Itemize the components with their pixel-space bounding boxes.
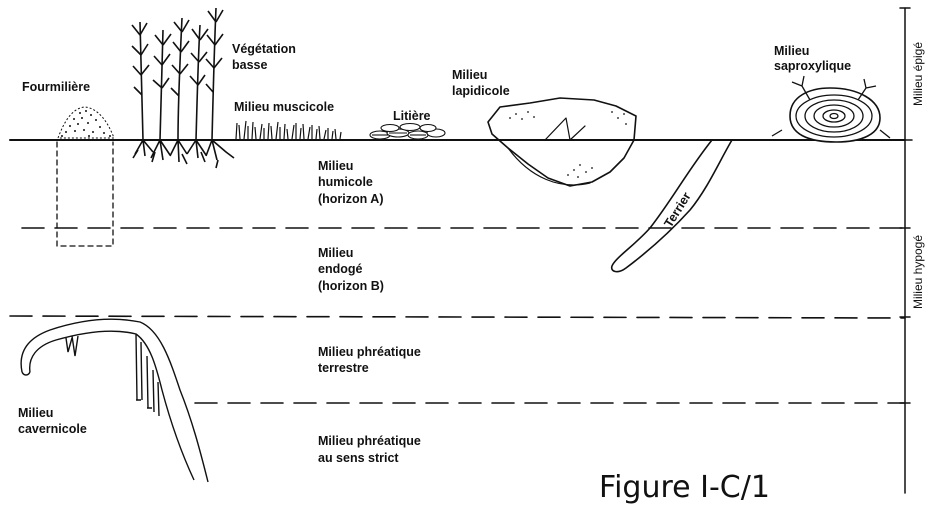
- label-lapidicole-line1: Milieu: [452, 68, 487, 82]
- label-cavernicole-line2: cavernicole: [18, 422, 87, 436]
- label-vegetation-line2: basse: [232, 58, 267, 72]
- label-phreatique-strict-line2: au sens strict: [318, 451, 399, 465]
- log-illustration: [772, 76, 890, 142]
- label-saproxylique-line1: Milieu: [774, 44, 809, 58]
- moss-illustration: [236, 121, 341, 139]
- label-endoge-line1: Milieu: [318, 246, 353, 260]
- label-phreatique-strict-line1: Milieu phréatique: [318, 434, 421, 448]
- anthill-illustration: [57, 107, 114, 246]
- label-humicole-line2: humicole: [318, 175, 373, 189]
- label-vegetation-line1: Végétation: [232, 42, 296, 56]
- label-muscicole: Milieu muscicole: [234, 100, 334, 114]
- label-endoge-line3: (horizon B): [318, 279, 384, 293]
- tall-vegetation-illustration: [132, 8, 234, 168]
- side-label-hypoge: Milieu hypogé: [911, 235, 925, 309]
- label-litiere: Litière: [393, 109, 431, 123]
- label-saproxylique-line2: saproxylique: [774, 59, 851, 73]
- litter-illustration: [370, 124, 445, 140]
- label-endoge-line2: endogé: [318, 262, 362, 276]
- figure-caption: Figure I-C/1: [599, 470, 770, 505]
- label-fourmiliere: Fourmilière: [22, 80, 90, 94]
- label-humicole-line1: Milieu: [318, 159, 353, 173]
- side-label-epige: Milieu épigé: [911, 42, 925, 106]
- label-humicole-line3: (horizon A): [318, 192, 384, 206]
- label-phreatique-terrestre-line2: terrestre: [318, 361, 369, 375]
- label-lapidicole-line2: lapidicole: [452, 84, 510, 98]
- horizon-b-phreatic-boundary: [10, 316, 905, 318]
- stone-illustration: [488, 98, 636, 186]
- label-cavernicole-line1: Milieu: [18, 406, 53, 420]
- label-phreatique-terrestre-line1: Milieu phréatique: [318, 345, 421, 359]
- cave-illustration: [21, 319, 208, 482]
